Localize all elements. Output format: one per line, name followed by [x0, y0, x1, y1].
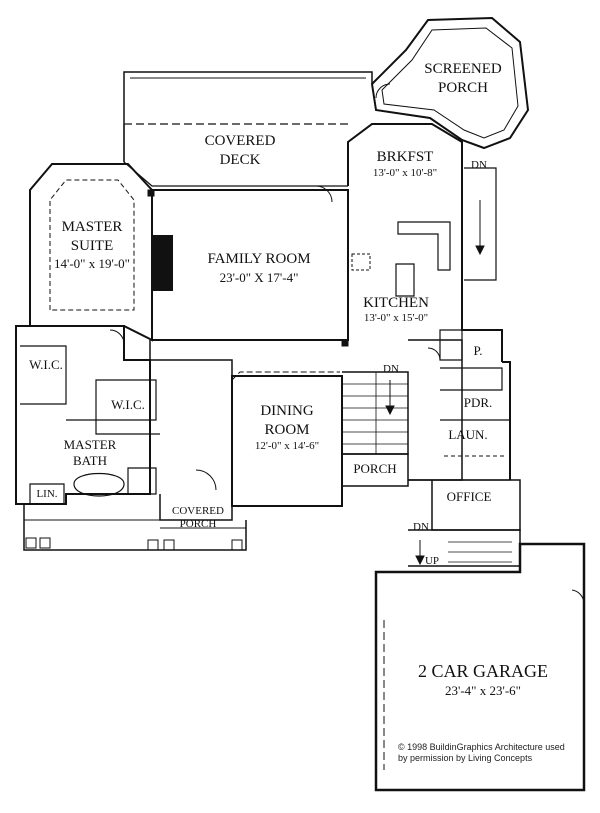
copyright-line1: © 1998 BuildinGraphics Architecture used: [398, 742, 565, 752]
kitchen-counter: [397, 221, 451, 271]
front-porch-outline: [23, 504, 247, 551]
family-room-label: FAMILY ROOM 23'-0" X 17'-4": [174, 251, 344, 285]
garage-label: 2 CAR GARAGE 23'-4" x 23'-6": [398, 662, 568, 697]
screened-porch-outline: [370, 16, 530, 150]
dining-room-size: 12'-0" x 14'-6": [254, 440, 320, 452]
kitchen-size: 13'-0" x 15'-0": [363, 312, 429, 324]
rear-stair: [464, 167, 497, 281]
stair-dn-3: DN: [413, 521, 429, 533]
master-bath-tub: [73, 473, 125, 497]
dining-room-label: DINING ROOM 12'-0" x 14'-6": [234, 404, 340, 452]
brkfst-bay: [347, 123, 463, 186]
master-suite-inner: [49, 179, 135, 311]
stair-dn-2: DN: [383, 363, 399, 375]
copyright-notice: © 1998 BuildinGraphics Architecture used…: [398, 742, 578, 765]
dining-room-outline: [231, 375, 343, 507]
screened-porch-label: SCREENED PORCH: [404, 62, 522, 96]
kitchen-east-wall: [461, 186, 503, 362]
fireplace: [152, 235, 173, 291]
master-suite-size: 14'-0" x 19'-0": [54, 256, 130, 271]
door-swing-1: [195, 469, 217, 491]
garage-name: 2 CAR GARAGE: [417, 661, 548, 681]
brkfst-name: BRKFST: [376, 149, 434, 165]
stair-dn-1: DN: [471, 159, 487, 171]
lin-label: LIN.: [36, 488, 58, 500]
master-suite-line1: MASTER: [61, 219, 123, 235]
office-label: OFFICE: [446, 489, 492, 504]
wic-1: [20, 345, 67, 405]
screened-porch-inner: [381, 27, 519, 139]
screened-porch-line1: SCREENED: [424, 61, 502, 77]
left-wing-outline: [15, 325, 151, 505]
right-wall: [502, 361, 511, 480]
garage-outline: [374, 542, 586, 792]
hall-line: [149, 340, 233, 521]
kitchen-name: KITCHEN: [363, 295, 429, 311]
master-bath-label: MASTER BATH: [50, 438, 130, 467]
door-swing-2: [109, 329, 125, 345]
copyright-line2: by permission by Living Concepts: [398, 753, 533, 764]
column-3: [147, 539, 159, 551]
column-5: [231, 539, 243, 551]
column-1: [25, 537, 37, 549]
column-6: [147, 189, 155, 197]
lin-box: [29, 483, 65, 505]
door-swing-3: [427, 347, 441, 361]
garage-size: 23'-4" x 23'-6": [445, 683, 521, 698]
pantry-label: P.: [473, 343, 483, 358]
brkfst-label: BRKFST 13'-0" x 10'-8": [350, 150, 460, 179]
kitchen-island: [395, 263, 415, 297]
door-swing-6: [315, 185, 333, 203]
dining-bay: [231, 371, 340, 381]
dining-room-line1: DINING: [260, 403, 314, 419]
covered-porch-label: COVERED PORCH: [160, 506, 236, 530]
pdr-wall: [440, 367, 503, 391]
door-swing-4: [375, 83, 391, 99]
dining-room-line2: ROOM: [264, 422, 310, 438]
family-room-name: FAMILY ROOM: [207, 251, 311, 267]
laun-label: LAUN.: [448, 427, 488, 442]
brkfst-size: 13'-0" x 10'-8": [372, 167, 438, 179]
pantry: [439, 329, 463, 361]
pdr-label: PDR.: [463, 395, 493, 410]
covered-deck-label: COVERED DECK: [190, 134, 290, 168]
master-suite-label: MASTER SUITE 14'-0" x 19'-0": [34, 219, 150, 271]
covered-porch-line1: COVERED: [172, 505, 224, 517]
kitchen-label: KITCHEN 13'-0" x 15'-0": [346, 296, 446, 324]
master-bath-line2: BATH: [73, 453, 107, 468]
wic-2: [95, 379, 157, 421]
column-4: [163, 539, 175, 551]
screened-porch-line2: PORCH: [437, 80, 489, 96]
family-room-size: 23'-0" X 17'-4": [219, 270, 299, 285]
master-bath-line1: MASTER: [63, 437, 117, 452]
bath-wall: [66, 419, 160, 435]
column-2: [39, 537, 51, 549]
column-7: [341, 339, 349, 347]
master-suite-line2: SUITE: [70, 238, 114, 254]
covered-porch-line2: PORCH: [179, 518, 217, 530]
stair-up: UP: [424, 555, 440, 567]
porch-small-outline: [342, 453, 409, 487]
kitchen-table: [351, 253, 371, 271]
wic-2-label: W.I.C.: [111, 397, 145, 412]
covered-deck-line2: DECK: [219, 152, 261, 168]
porch-small-label: PORCH: [353, 461, 397, 476]
covered-deck-line1: COVERED: [204, 133, 276, 149]
utility-column: [408, 339, 463, 481]
wic-1-label: W.I.C.: [29, 357, 63, 372]
covered-deck-outline: [123, 71, 373, 162]
bath-shower: [127, 467, 157, 495]
door-swing-5: [571, 589, 585, 605]
